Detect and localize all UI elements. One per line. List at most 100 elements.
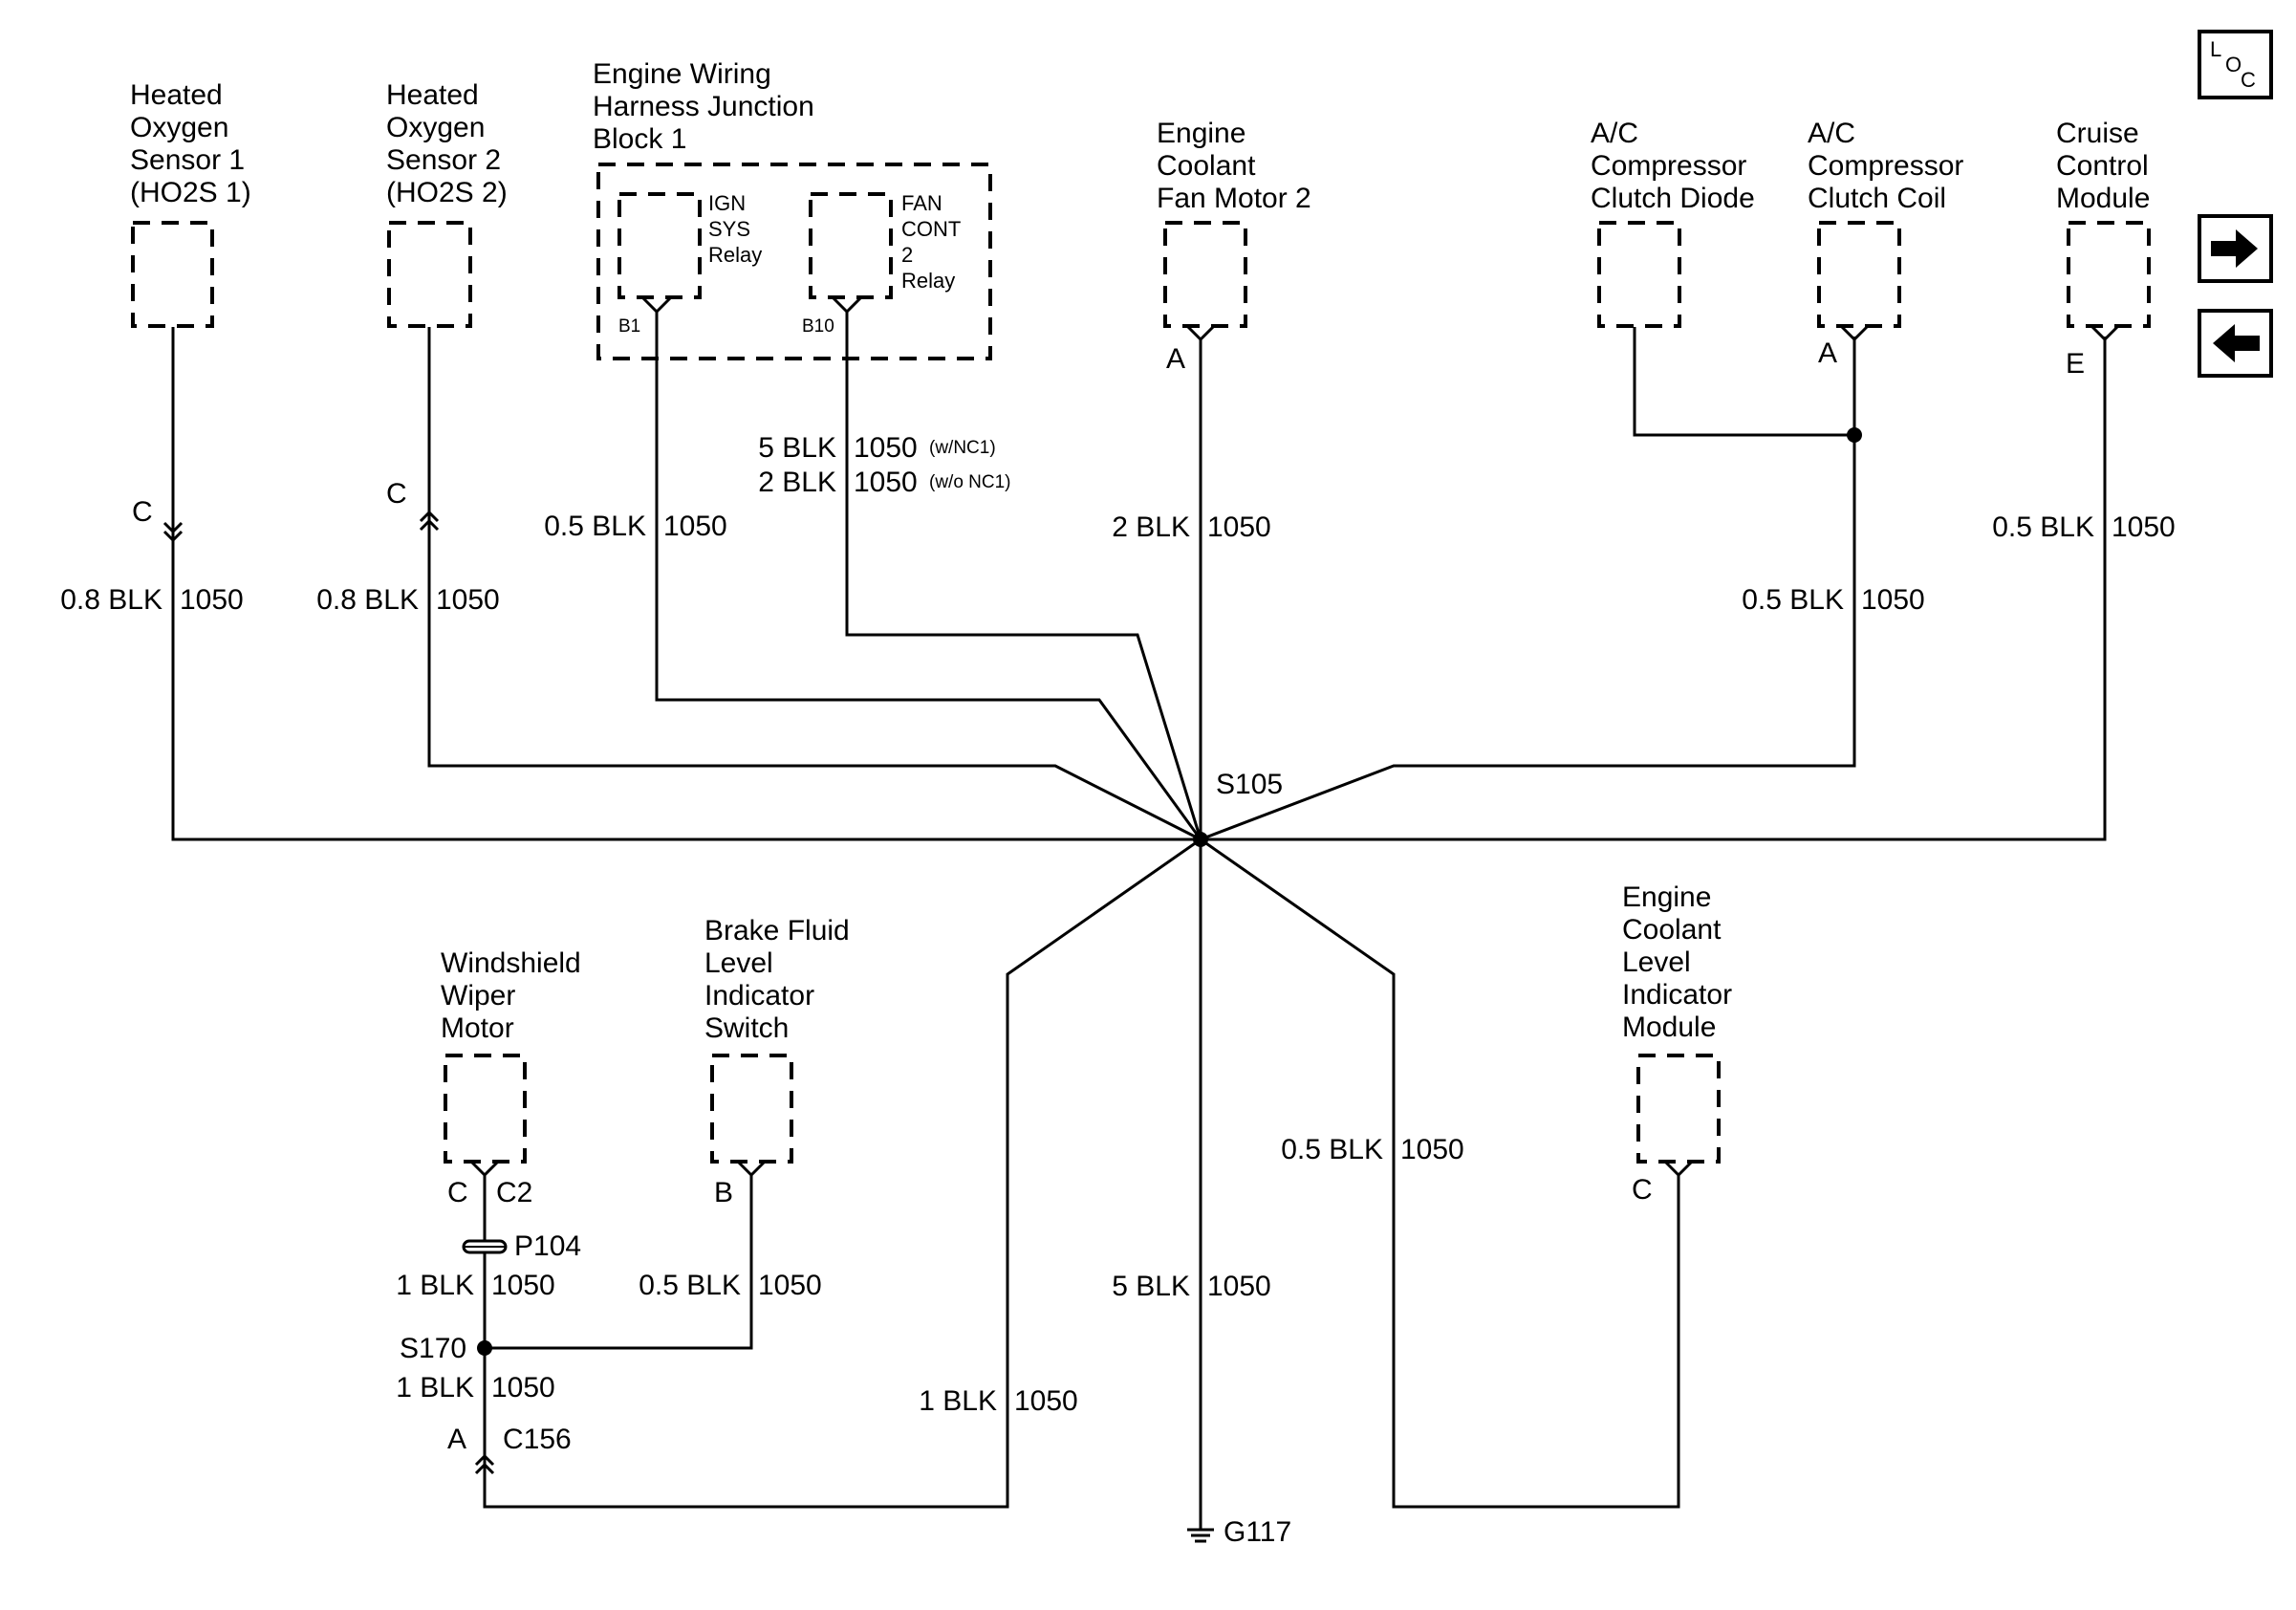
svg-text:C: C <box>2241 68 2256 92</box>
wire-ign-gauge: 0.5 BLK <box>544 511 646 542</box>
pin-labels: C C B1 B10 A A E C C2 B C P104 S170 A C1… <box>132 316 2085 1548</box>
junction-block-box <box>596 163 992 360</box>
splice-s105-label: S105 <box>1216 769 1283 800</box>
svg-text:2: 2 <box>901 243 913 267</box>
svg-text:Wiper: Wiper <box>441 980 515 1012</box>
wire-wiper-upper-circuit: 1050 <box>491 1270 555 1301</box>
connector-c156-label: C156 <box>503 1424 572 1455</box>
ign-relay-label: IGN <box>708 191 746 215</box>
svg-text:Level: Level <box>704 947 773 979</box>
cruise-label: Cruise <box>2056 118 2139 149</box>
wire-fan-motor-circuit: 1050 <box>1207 511 1271 543</box>
fan-motor-box <box>1163 221 1247 328</box>
coolant-level-box <box>1636 1054 1721 1164</box>
svg-text:Clutch Coil: Clutch Coil <box>1808 183 1946 214</box>
svg-text:SYS: SYS <box>708 217 750 241</box>
wire-c156-return-circuit: 1050 <box>1014 1385 1078 1417</box>
ground-g117-label: G117 <box>1224 1516 1291 1548</box>
ho2s2-label: Heated <box>386 79 479 111</box>
wire-brake <box>485 1174 753 1350</box>
pin-b1: B1 <box>618 316 640 337</box>
wire-brake-gauge: 0.5 BLK <box>639 1270 741 1301</box>
wire-ac-coil-gauge: 0.5 BLK <box>1742 584 1844 616</box>
pin-cruise: E <box>2066 348 2085 380</box>
wire-ho2s1-circuit: 1050 <box>180 584 244 616</box>
wire-ac-coil-circuit: 1050 <box>1861 584 1925 616</box>
connector-ho2s1 <box>162 521 184 543</box>
svg-text:CONT: CONT <box>901 217 961 241</box>
connector-ho2s2 <box>419 510 440 532</box>
wire-ground-gauge: 5 BLK <box>1112 1271 1190 1302</box>
fan-relay-label: FAN <box>901 191 942 215</box>
wire-wiper-lower-circuit: 1050 <box>491 1372 555 1403</box>
splice-s170-label: S170 <box>400 1333 466 1364</box>
coolant-level-label: Engine <box>1622 881 1711 913</box>
wire-coolant-level-gauge: 0.5 BLK <box>1281 1134 1383 1165</box>
ign-relay-box <box>617 192 702 299</box>
svg-text:Oxygen: Oxygen <box>386 112 485 143</box>
ac-coil-box <box>1817 221 1901 328</box>
wire-c156-return <box>483 838 1202 1509</box>
svg-text:Motor: Motor <box>441 1012 514 1044</box>
pin-brake: B <box>714 1177 733 1208</box>
svg-text:(HO2S 1): (HO2S 1) <box>130 177 251 208</box>
fan-relay-box <box>809 192 893 299</box>
wiper-box <box>444 1054 527 1164</box>
wire-ho2s1-gauge: 0.8 BLK <box>60 584 162 616</box>
wire-brake-circuit: 1050 <box>758 1270 822 1301</box>
junction-dot-ac <box>1847 427 1862 443</box>
wire-cruise-gauge: 0.5 BLK <box>1992 511 2094 543</box>
wire-fan-no-nc1-note: (w/o NC1) <box>929 472 1011 492</box>
pin-coolant-level: C <box>1632 1174 1653 1206</box>
wire-wiper-upper-gauge: 1 BLK <box>396 1270 474 1301</box>
wire-fan-nc1-circuit: 1050 <box>854 432 918 464</box>
wire-wiper-lower-gauge: 1 BLK <box>396 1372 474 1403</box>
svg-text:Indicator: Indicator <box>1622 979 1732 1011</box>
svg-text:Control: Control <box>2056 150 2149 182</box>
svg-text:Switch: Switch <box>704 1012 789 1044</box>
splice-s170 <box>477 1340 492 1356</box>
wire-ho2s1 <box>171 327 1201 841</box>
ac-diode-box <box>1597 221 1681 328</box>
wire-ho2s2-circuit: 1050 <box>436 584 500 616</box>
pin-fan-motor: A <box>1166 343 1185 375</box>
svg-text:Block 1: Block 1 <box>593 123 686 155</box>
wire-cruise-circuit: 1050 <box>2112 511 2176 543</box>
svg-text:Compressor: Compressor <box>1591 150 1746 182</box>
connector-c156 <box>474 1453 495 1475</box>
wire-ac-coil <box>1200 337 1856 841</box>
wire-fan-no-nc1-gauge: 2 BLK <box>758 467 836 498</box>
svg-text:(HO2S 2): (HO2S 2) <box>386 177 508 208</box>
pin-ac-coil: A <box>1818 337 1837 369</box>
junction-block-label: Engine Wiring <box>593 58 771 90</box>
pin-wiper: C <box>447 1177 468 1208</box>
svg-text:Clutch Diode: Clutch Diode <box>1591 183 1755 214</box>
wire-ign-circuit: 1050 <box>663 511 727 542</box>
loc-icon[interactable]: L O C <box>2198 30 2273 99</box>
ho2s1-label: Heated <box>130 79 223 111</box>
wiper-label: Windshield <box>441 947 581 979</box>
arrow-left-icon[interactable] <box>2198 309 2273 378</box>
svg-text:Module: Module <box>2056 183 2150 214</box>
terminal-stubs <box>469 296 2120 1178</box>
wire-fan-nc1-gauge: 5 BLK <box>758 432 836 464</box>
arrow-right-icon[interactable] <box>2198 214 2273 283</box>
wire-ho2s2-gauge: 0.8 BLK <box>316 584 419 616</box>
wire-fan-relay <box>845 312 1202 840</box>
splice-s105 <box>1193 832 1208 847</box>
svg-text:O: O <box>2225 53 2242 76</box>
svg-text:Coolant: Coolant <box>1157 150 1256 182</box>
svg-text:Sensor 1: Sensor 1 <box>130 144 245 176</box>
component-labels: Heated Oxygen Sensor 1 (HO2S 1) Heated O… <box>130 58 2150 1044</box>
svg-text:Relay: Relay <box>708 243 762 267</box>
ho2s1-box <box>131 221 214 328</box>
fan-motor-label: Engine <box>1157 118 1245 149</box>
svg-text:Harness Junction: Harness Junction <box>593 91 814 122</box>
svg-text:Sensor 2: Sensor 2 <box>386 144 501 176</box>
wire-ac-diode <box>1633 327 1854 437</box>
pin-ho2s1: C <box>132 496 153 528</box>
wire-c156-return-gauge: 1 BLK <box>919 1385 997 1417</box>
wire-ground-circuit: 1050 <box>1207 1271 1271 1302</box>
cruise-box <box>2067 221 2151 328</box>
